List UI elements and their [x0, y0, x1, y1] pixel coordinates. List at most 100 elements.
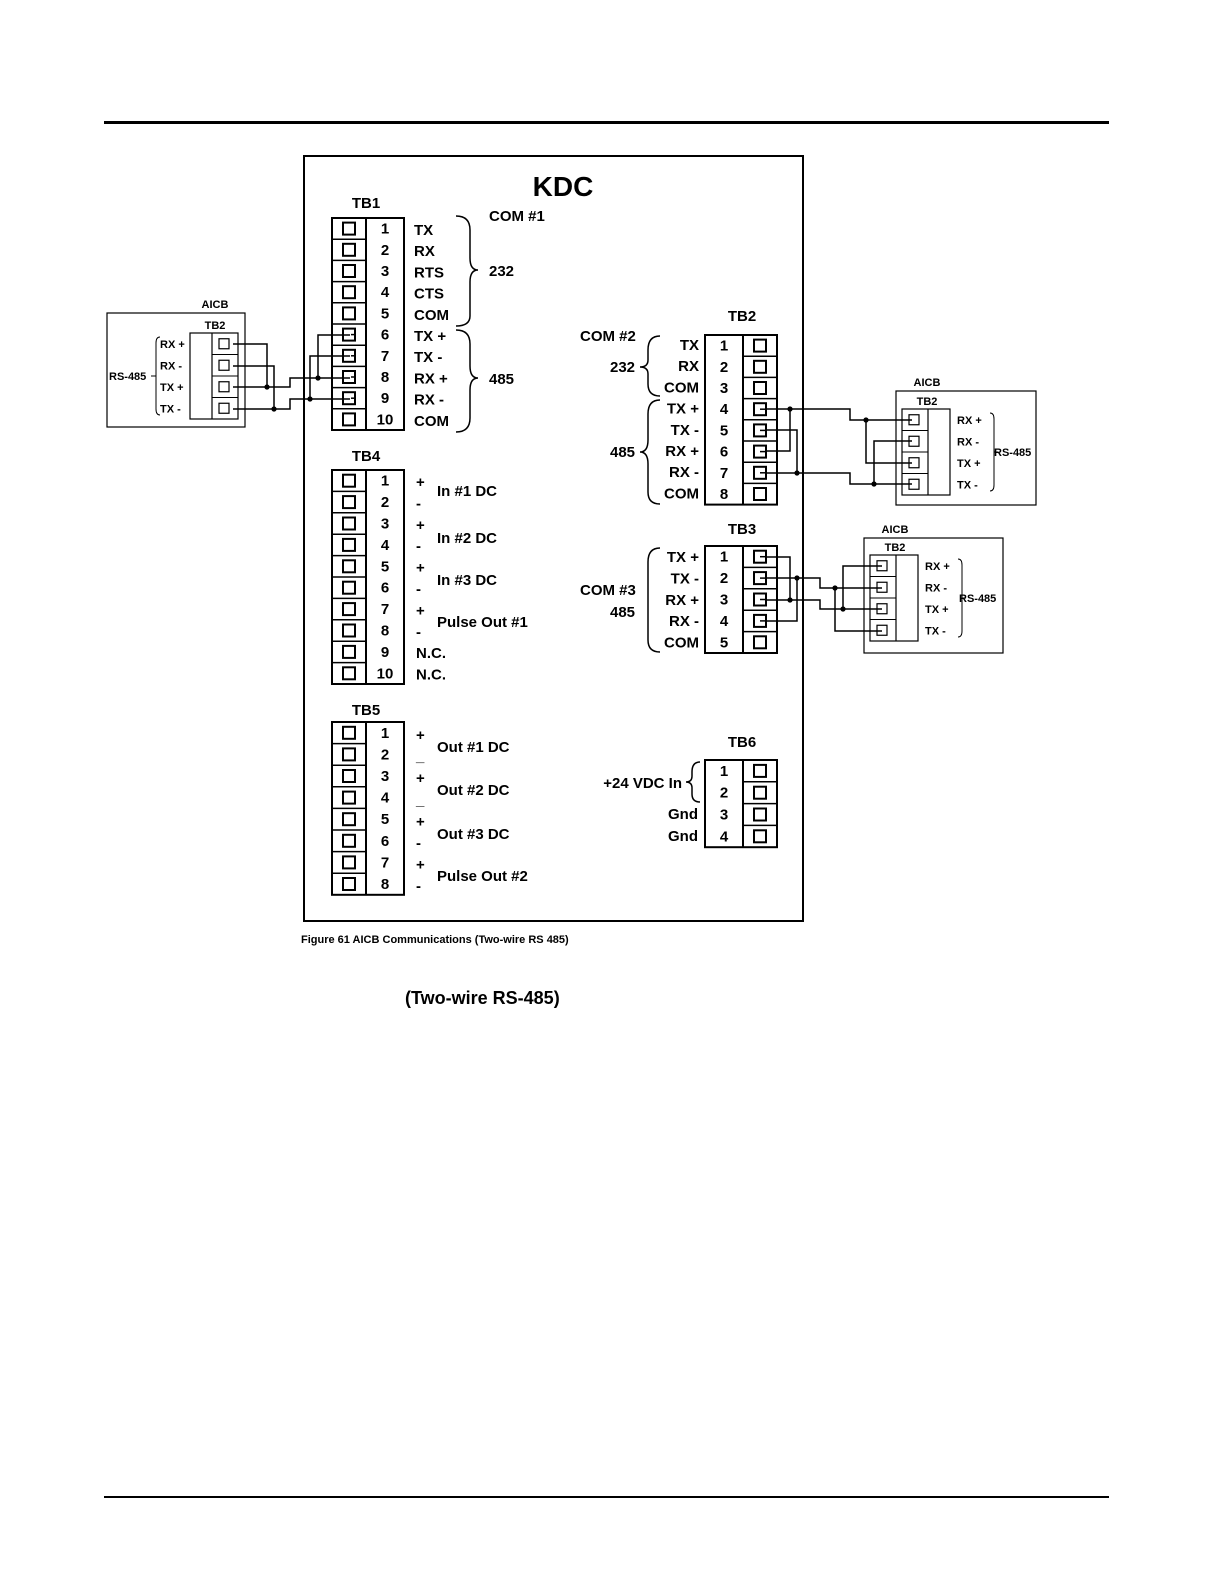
- tb4-sign: -: [416, 581, 421, 598]
- tb4-pin-number: 2: [381, 494, 389, 511]
- rs485-wiring: [233, 334, 912, 632]
- tb2-terminal: [753, 487, 767, 501]
- tb2-signal: RX: [678, 358, 699, 375]
- aicb-title: AICB: [202, 299, 229, 311]
- aicb-bus-label: RS-485: [109, 371, 146, 383]
- wire-junction: [794, 575, 800, 581]
- aicb-block: TB2: [917, 396, 938, 408]
- tb1-group-title: COM #1: [489, 208, 545, 225]
- aicb-title: AICB: [914, 377, 941, 389]
- tb5-pin-number: 6: [381, 833, 389, 850]
- tb3-pin-number: 5: [720, 634, 728, 651]
- tb4-title: TB4: [352, 448, 381, 465]
- tb4-pin-number: 4: [381, 537, 390, 554]
- tb3-signal: TX +: [667, 549, 699, 566]
- tb2-signal: TX: [680, 337, 699, 354]
- tb1-signal: TX +: [414, 328, 446, 345]
- tb5-pin-number: 3: [381, 768, 389, 785]
- tb4-pin-number: 1: [381, 473, 389, 490]
- tb1-pin-number: 1: [381, 221, 389, 238]
- aicb-module: [895, 390, 1037, 506]
- tb1-terminal: [342, 221, 356, 236]
- tb4-terminal: [342, 559, 356, 574]
- aicb-frame: [895, 390, 1037, 506]
- tb4-sign: N.C.: [416, 667, 446, 684]
- tb4-terminal: [342, 623, 356, 638]
- aicb-terminal: [218, 338, 230, 350]
- tb6-terminal: [753, 829, 767, 844]
- tb2-signal: TX +: [667, 401, 699, 418]
- tb6-label-power: +24 VDC In: [603, 775, 682, 792]
- tb2-pin-number: 7: [720, 465, 728, 482]
- tb3-signal: COM: [664, 635, 699, 652]
- tb3-group-485: 485: [610, 604, 635, 621]
- tb3-pin-number: 3: [720, 592, 728, 609]
- tb4-terminal: [342, 580, 356, 595]
- tb3-signal: TX -: [671, 570, 699, 587]
- aicb-frame: [863, 537, 1004, 654]
- tb1-pin-number: 7: [381, 348, 389, 365]
- tb3-title: TB3: [728, 521, 756, 538]
- aicb-signal: RX -: [957, 436, 979, 448]
- tb4-label: In #3 DC: [437, 572, 497, 589]
- group-braces: [455, 215, 701, 803]
- bottom-rule: [104, 1496, 1109, 1498]
- tb5-label: Pulse Out #2: [437, 868, 528, 885]
- wire: [873, 440, 912, 484]
- tb2-group-232: 232: [610, 359, 635, 376]
- kdc-title: KDC: [533, 171, 594, 202]
- tb6-pin-number: 2: [720, 785, 728, 802]
- wire-junction: [832, 585, 838, 591]
- tb5-strip: [331, 721, 405, 896]
- tb5-pin-number: 4: [381, 790, 390, 807]
- tb3-signal: RX +: [665, 592, 699, 609]
- tb4-terminal: [342, 644, 356, 659]
- wire-junction: [863, 417, 869, 423]
- tb1-signal: RX: [414, 243, 435, 260]
- aicb-terminal: [218, 381, 230, 393]
- wire: [790, 599, 882, 610]
- tb1-signal: RTS: [414, 264, 444, 281]
- tb1-group-232: 232: [489, 263, 514, 280]
- tb2-pin-number: 2: [720, 359, 728, 376]
- aicb-module: [106, 312, 246, 428]
- wire: [865, 420, 912, 464]
- tb6-pin-number: 4: [720, 828, 729, 845]
- tb2-strip: [704, 334, 778, 506]
- tb4-terminal: [342, 473, 356, 488]
- wire: [317, 334, 350, 378]
- aicb-signal: RX -: [925, 582, 947, 594]
- tb2-pin-number: 6: [720, 444, 728, 461]
- wire-junction: [787, 406, 793, 412]
- tb5-label: Out #3 DC: [437, 826, 510, 843]
- aicb-block: TB2: [885, 542, 906, 554]
- tb2-terminal: [753, 359, 767, 374]
- tb4-label: In #2 DC: [437, 530, 497, 547]
- tb5-terminal: [342, 833, 356, 848]
- tb4-strip: [331, 469, 405, 685]
- aicb-terminal: [218, 402, 230, 414]
- tb4-sign: -: [416, 495, 421, 512]
- tb1-pin-number: 5: [381, 305, 389, 322]
- tb1-signal: CTS: [414, 286, 444, 303]
- tb4-pin-number: 7: [381, 601, 389, 618]
- aicb-bus-label: RS-485: [994, 447, 1031, 459]
- tb1-pin-number: 9: [381, 390, 389, 407]
- tb1-title: TB1: [352, 195, 380, 212]
- tb4-sign: +: [416, 560, 425, 577]
- tb2-pin-number: 1: [720, 338, 728, 355]
- wire-junction: [307, 396, 313, 402]
- tb5-pin-number: 8: [381, 876, 389, 893]
- tb4-sign: N.C.: [416, 645, 446, 662]
- tb1-terminal: [342, 306, 356, 321]
- tb5-pin-number: 1: [381, 725, 389, 742]
- tb2-group-485: 485: [610, 444, 635, 461]
- tb5-terminal: [342, 855, 356, 870]
- tb5-sign: +: [416, 857, 425, 874]
- tb3-signal: RX -: [669, 613, 699, 630]
- tb5-sign: -: [416, 878, 421, 895]
- tb4-label: Pulse Out #1: [437, 614, 528, 631]
- tb3-pin-number: 2: [720, 570, 728, 587]
- tb1-pin-number: 10: [377, 411, 394, 428]
- tb5-pin-number: 2: [381, 746, 389, 763]
